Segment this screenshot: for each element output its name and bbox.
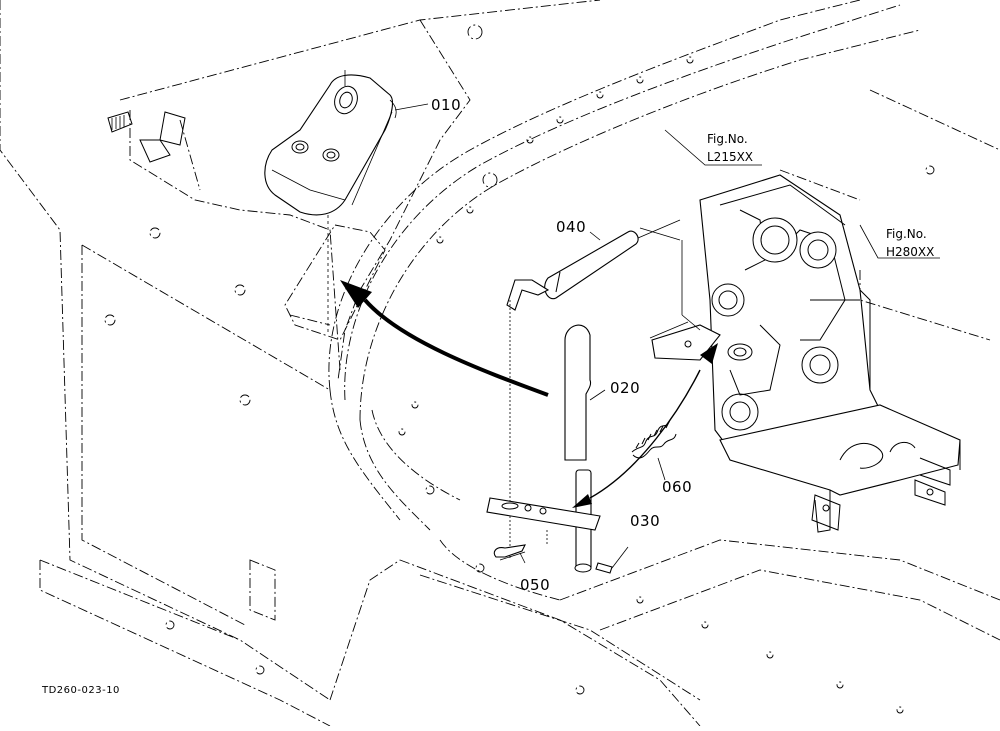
- callout-leaders: [394, 103, 940, 401]
- pedal-bracket-assembly: [639, 174, 961, 533]
- callout-010: 010: [431, 96, 461, 114]
- callout-020: 020: [610, 379, 640, 397]
- figure-ref-l215-line1: Fig.No.: [707, 132, 748, 146]
- part-050-cotter-pin: [493, 544, 526, 564]
- figure-ref-h280-line1: Fig.No.: [886, 227, 927, 241]
- part-020-shaft: [564, 324, 592, 573]
- callout-060: 060: [662, 478, 692, 496]
- arrow-head-to-slot: [340, 280, 372, 308]
- callout-030: 030: [630, 512, 660, 530]
- part-030-pin: [595, 546, 629, 574]
- callout-050: 050: [520, 576, 550, 594]
- callout-040: 040: [556, 218, 586, 236]
- assembly-arrows: [340, 280, 718, 508]
- lever-plate: [486, 497, 601, 545]
- part-010-pedal-pad: [264, 70, 397, 335]
- callout-labels: 010 040 020 060 030 050 Fig.No. L215XX F…: [41, 96, 934, 696]
- part-060-spring: [631, 419, 677, 481]
- part-040-rod: [506, 219, 681, 560]
- arrow-head-to-bracket: [700, 343, 718, 364]
- figure-ref-h280-line2: H280XX: [886, 245, 934, 259]
- figure-ref-l215-line2: L215XX: [707, 150, 753, 164]
- drawing-code: TD260-023-10: [41, 685, 120, 696]
